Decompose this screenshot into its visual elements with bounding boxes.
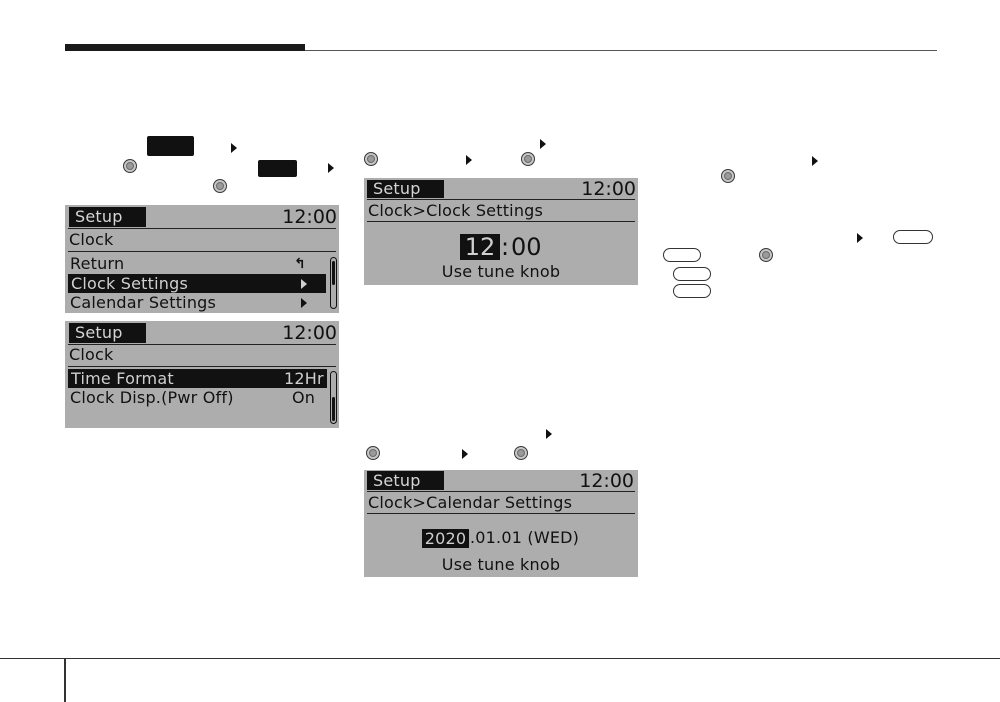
scrollbar[interactable]: [330, 371, 337, 424]
date-rest[interactable]: .01.01 (WED): [470, 528, 580, 547]
selected-arrow-box: [284, 274, 326, 293]
hint-text: Use tune knob: [441, 555, 561, 574]
triangle-right-icon: [857, 233, 863, 243]
minute-field[interactable]: 00: [511, 233, 542, 261]
screen-title: Clock>Clock Settings: [368, 201, 544, 220]
footer-divider: [64, 658, 66, 702]
triangle-right-icon: [546, 429, 552, 439]
setup-tag: Setup: [69, 207, 146, 227]
menu-item-clock-display[interactable]: Clock Disp.(Pwr Off): [70, 388, 234, 407]
tune-knob-icon: [364, 152, 378, 166]
hint-text: Use tune knob: [441, 262, 561, 281]
triangle-right-icon: [231, 143, 237, 153]
scrollbar[interactable]: [330, 257, 337, 309]
header-divider: [367, 199, 635, 200]
year-field[interactable]: 2020: [422, 529, 469, 548]
clock-display-value[interactable]: On: [292, 388, 316, 407]
clock-menu-screen: Setup 12:00 Clock Return ↰ Clock Setting…: [65, 205, 339, 313]
time-format-value[interactable]: 12Hr: [281, 369, 327, 388]
soft-key-icon: [663, 248, 701, 262]
setup-tag: Setup: [69, 323, 146, 343]
scrollbar-thumb[interactable]: [332, 397, 335, 421]
tune-knob-icon: [759, 248, 773, 262]
clock-settings-screen: Setup 12:00 Clock>Clock Settings 12 : 00…: [364, 178, 638, 285]
menu-item-clock-settings[interactable]: Clock Settings: [68, 274, 284, 293]
menu-item-return[interactable]: Return: [70, 254, 125, 273]
triangle-right-icon: [540, 139, 546, 149]
tune-knob-icon: [366, 446, 380, 460]
title-divider: [68, 366, 336, 367]
header-rule: [305, 50, 937, 51]
triangle-right-icon: [462, 449, 468, 459]
menu-item-time-format[interactable]: Time Format: [68, 369, 281, 388]
clock-time: 12:00: [579, 470, 634, 492]
setup-tag: Setup: [367, 180, 444, 198]
clock-options-screen: Setup 12:00 Clock Time Format 12Hr Clock…: [65, 321, 339, 428]
hour-field[interactable]: 12: [460, 234, 500, 260]
header-divider: [68, 344, 336, 345]
setup-key-icon: [258, 160, 297, 177]
scrollbar-thumb[interactable]: [332, 261, 335, 285]
tune-knob-icon: [213, 179, 227, 193]
clock-time: 12:00: [282, 206, 337, 228]
clock-time: 12:00: [282, 322, 337, 344]
header-bar: [65, 44, 305, 51]
soft-key-icon: [893, 230, 933, 244]
setup-key-icon: [147, 136, 194, 156]
soft-key-icon: [673, 267, 711, 281]
triangle-right-icon: [328, 163, 334, 173]
header-divider: [68, 228, 336, 229]
header-divider: [367, 491, 635, 492]
triangle-right-icon: [301, 298, 307, 308]
footer-rule: [0, 658, 1000, 659]
soft-key-icon: [673, 284, 711, 298]
triangle-right-icon: [812, 156, 818, 166]
screen-title: Clock: [69, 345, 114, 364]
menu-item-calendar-settings[interactable]: Calendar Settings: [70, 293, 217, 312]
return-arrow-icon: ↰: [294, 256, 306, 272]
tune-knob-icon: [123, 159, 137, 173]
title-divider: [367, 513, 635, 514]
setup-tag: Setup: [367, 471, 444, 490]
screen-title: Clock: [69, 230, 114, 249]
triangle-right-icon: [466, 155, 472, 165]
title-divider: [68, 251, 336, 252]
clock-time: 12:00: [581, 178, 636, 200]
time-separator: :: [501, 233, 510, 261]
calendar-settings-screen: Setup 12:00 Clock>Calendar Settings 2020…: [364, 470, 638, 577]
screen-title: Clock>Calendar Settings: [368, 493, 573, 512]
tune-knob-icon: [521, 152, 535, 166]
title-divider: [367, 221, 635, 222]
triangle-right-icon: [301, 279, 307, 289]
tune-knob-icon: [721, 169, 735, 183]
tune-knob-icon: [514, 446, 528, 460]
